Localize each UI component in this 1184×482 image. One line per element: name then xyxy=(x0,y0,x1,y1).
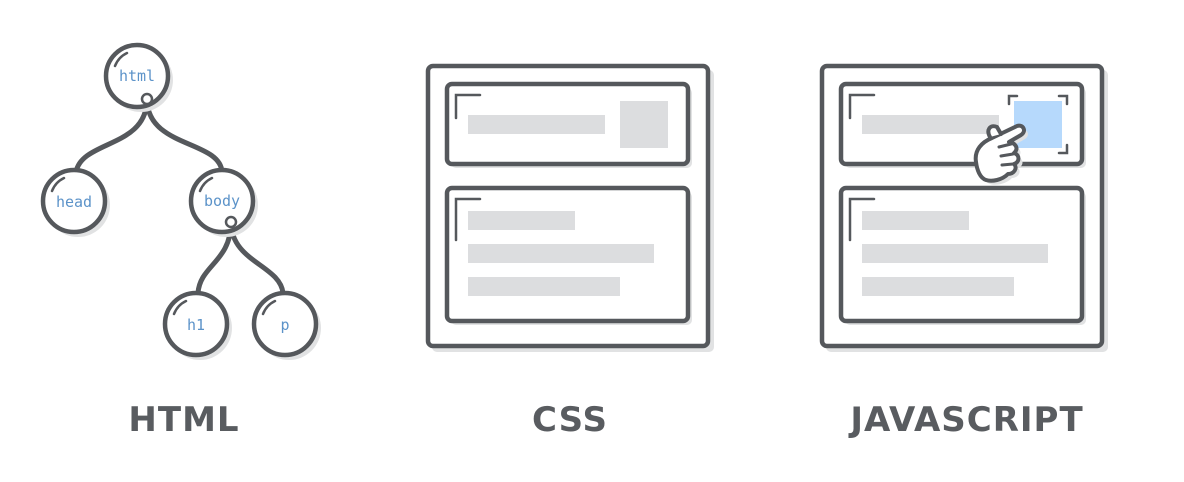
js-text-placeholder xyxy=(862,115,999,134)
css-text-placeholder xyxy=(468,211,575,230)
node-label-html: html xyxy=(119,67,155,85)
js-text-placeholder xyxy=(862,277,1014,296)
css-text-placeholder xyxy=(468,277,620,296)
node-port xyxy=(224,215,238,229)
tree-node-body: body xyxy=(188,167,258,237)
node-label-p: p xyxy=(280,316,289,334)
tree-node-h1: h1 xyxy=(162,290,232,360)
js-text-placeholder xyxy=(862,211,969,230)
edge-html-body xyxy=(144,96,225,175)
node-label-h1: h1 xyxy=(187,316,205,334)
css-page-illustration xyxy=(425,63,714,352)
edge-html-head xyxy=(73,96,150,175)
html-tree-diagram: html head body h1 xyxy=(40,42,321,360)
caption-javascript: JAVASCRIPT xyxy=(850,400,1084,440)
tree-node-head: head xyxy=(40,167,110,237)
node-port xyxy=(140,92,154,106)
selection-corners xyxy=(1007,94,1069,155)
css-text-placeholder xyxy=(468,244,654,263)
pointing-hand-icon xyxy=(973,123,1028,185)
js-text-placeholder xyxy=(862,244,1048,263)
javascript-page-illustration xyxy=(819,63,1108,352)
tree-node-p: p xyxy=(251,290,321,360)
caption-html: HTML xyxy=(128,400,240,440)
caption-css: CSS xyxy=(531,400,609,440)
css-image-placeholder xyxy=(620,101,668,148)
css-text-placeholder xyxy=(468,115,605,134)
tree-node-html: html xyxy=(103,42,173,112)
node-label-body: body xyxy=(204,192,240,210)
node-label-head: head xyxy=(56,193,92,211)
